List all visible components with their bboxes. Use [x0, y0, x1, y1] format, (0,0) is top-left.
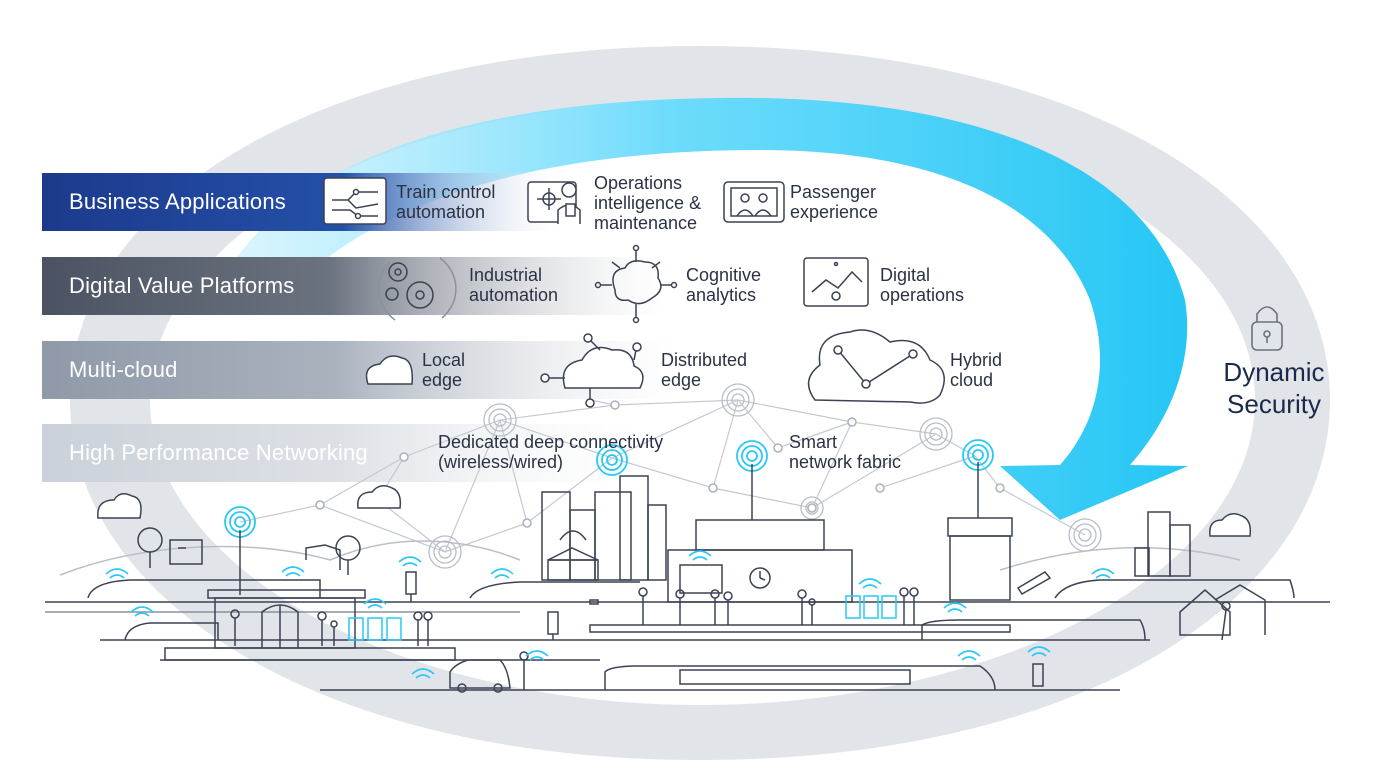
cap-line: Distributed — [661, 350, 748, 370]
layer-label: Business Applications — [69, 189, 286, 214]
cap-local-edge: Local edge — [422, 350, 465, 390]
cap-line: Train control — [396, 182, 496, 202]
brain-icon — [594, 244, 678, 324]
cap-line: Digital — [880, 265, 931, 285]
layer-high-performance-networking: High Performance Networking — [42, 424, 368, 482]
layer-label: Digital Value Platforms — [69, 273, 295, 298]
cap-line: (wireless/wired) — [438, 452, 564, 472]
security-line: Dynamic — [1223, 357, 1325, 387]
layer-label: Multi-cloud — [69, 357, 178, 382]
cap-cognitive-analytics: Cognitive analytics — [686, 265, 761, 305]
cloud-icon — [365, 355, 414, 385]
cloud-network-icon — [540, 333, 644, 408]
cap-line: network fabric — [789, 452, 902, 472]
monitor-chart-icon — [803, 257, 869, 307]
layer-label: High Performance Networking — [69, 440, 368, 465]
cap-hybrid-cloud: Hybrid cloud — [950, 350, 1002, 390]
network-nodes — [315, 400, 1005, 528]
security-line: Security — [1227, 389, 1321, 419]
gears-icon — [377, 257, 457, 321]
decor-clouds — [97, 485, 1252, 537]
cap-line: cloud — [950, 370, 994, 390]
operations-worker-icon — [527, 181, 581, 224]
cap-line: Industrial — [469, 265, 543, 285]
train-control-icon — [323, 177, 387, 225]
layer-business-applications: Business Applications — [42, 173, 286, 231]
cap-line: intelligence & — [594, 193, 702, 213]
cap-distributed-edge: Distributed edge — [661, 350, 747, 390]
cap-digital-operations: Digital operations — [880, 265, 964, 305]
passenger-screen-icon — [723, 181, 785, 223]
cap-industrial-automation: Industrial automation — [469, 265, 558, 305]
city-scene — [45, 462, 1330, 693]
cap-operations-intelligence: Operations intelligence & maintenance — [594, 173, 701, 233]
cap-line: edge — [422, 370, 463, 390]
cap-line: Hybrid — [950, 350, 1003, 370]
cap-line: Cognitive — [686, 265, 762, 285]
cap-line: edge — [661, 370, 702, 390]
cap-line: automation — [396, 202, 486, 222]
layer-multi-cloud: Multi-cloud — [42, 341, 178, 399]
cap-line: Passenger — [790, 182, 877, 202]
cap-line: Smart — [789, 432, 838, 452]
cap-line: automation — [469, 285, 559, 305]
wifi-markers — [105, 550, 1115, 679]
people — [230, 587, 1231, 690]
signal-rings — [428, 383, 1102, 569]
cap-train-control-automation: Train control automation — [396, 182, 495, 222]
cap-line: Local — [422, 350, 466, 370]
padlock-icon — [1251, 306, 1283, 351]
cap-passenger-experience: Passenger experience — [790, 182, 878, 222]
hybrid-cloud-icon — [807, 329, 945, 404]
cap-dedicated-connectivity: Dedicated deep connectivity (wireless/wi… — [438, 432, 663, 472]
layer-digital-value-platforms: Digital Value Platforms — [42, 257, 295, 315]
cap-line: maintenance — [594, 213, 698, 233]
cap-line: analytics — [686, 285, 757, 305]
cap-line: Dedicated deep connectivity — [438, 432, 664, 452]
cap-smart-network-fabric: Smart network fabric — [789, 432, 901, 472]
cap-line: Operations — [594, 173, 683, 193]
cap-line: operations — [880, 285, 965, 305]
cap-line: experience — [790, 202, 879, 222]
bar-high-performance-networking — [42, 424, 902, 482]
dynamic-security-label: Dynamic Security — [1212, 356, 1336, 420]
flow-arrow — [235, 97, 1188, 521]
